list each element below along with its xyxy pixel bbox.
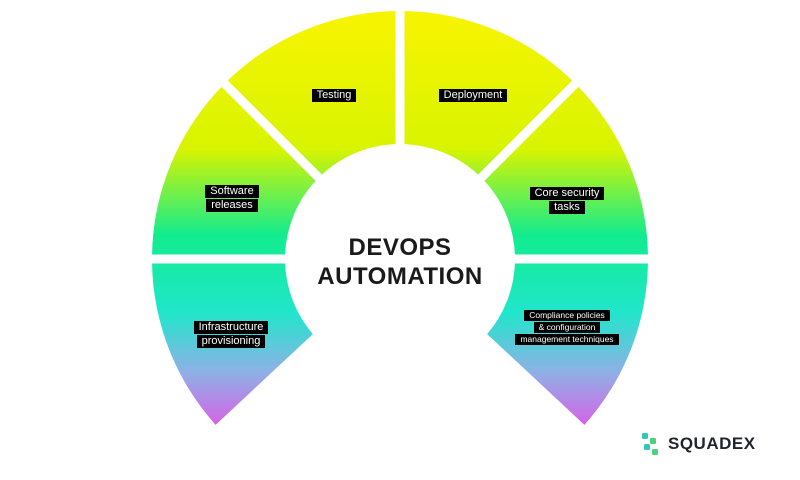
center-title: DEVOPS AUTOMATION [290,233,510,291]
label-line: provisioning [196,335,266,348]
label-line: tasks [549,201,585,214]
label-testing: Testing [298,89,370,103]
label-line: releases [206,199,258,212]
label-line: Testing [311,89,357,102]
brand-name: SQUADEX [668,434,756,453]
label-compliance-policies: Compliance policies & configuration mana… [507,310,627,346]
label-line: Compliance policies [524,310,610,321]
label-line: Infrastructure [193,321,269,334]
label-line: Deployment [438,89,508,102]
segment-core-security-tasks [484,86,648,255]
label-core-security-tasks: Core security tasks [521,187,613,215]
label-deployment: Deployment [425,89,521,103]
label-line: management techniques [515,334,619,345]
segment-software-releases [152,86,316,255]
center-title-line: DEVOPS [348,234,452,261]
label-line: & configuration [533,322,601,333]
brand-logo: SQUADEX [640,432,756,456]
label-software-releases: Software releases [196,185,268,213]
label-line: Core security [529,187,605,200]
label-line: Software [205,185,259,198]
label-infrastructure-provisioning: Infrastructure provisioning [186,321,276,349]
squadex-logo-icon [642,433,658,455]
center-title-line: AUTOMATION [317,263,483,290]
